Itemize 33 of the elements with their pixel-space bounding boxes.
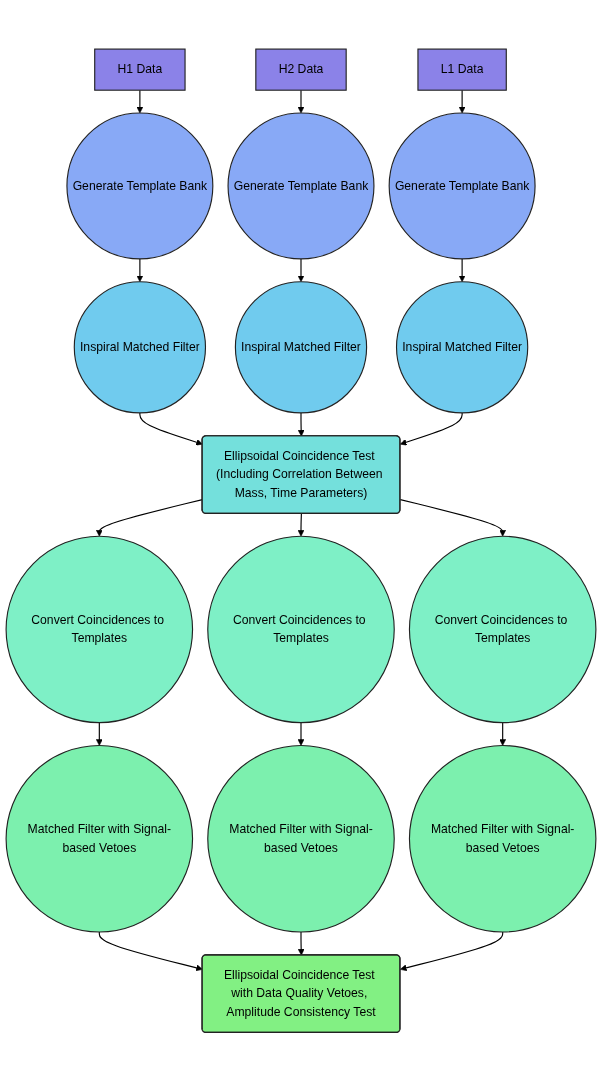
arrow [297, 513, 305, 537]
arrow [95, 722, 103, 747]
node-circle: Convert Coincidences to Templates [5, 535, 194, 724]
arrow [399, 499, 507, 537]
arrow [136, 89, 144, 114]
arrow [297, 931, 305, 956]
node-circle: Inspiral Matched Filter [73, 281, 207, 414]
node-circle: Inspiral Matched Filter [395, 281, 529, 414]
arrow [400, 931, 504, 972]
node-circle: Matched Filter with Signal-based Vetoes [5, 745, 194, 933]
arrow [458, 89, 466, 114]
arrow [297, 722, 305, 747]
arrow [139, 412, 203, 446]
arrow [98, 931, 203, 972]
arrow [458, 258, 466, 283]
node-circle: Generate Template Bank [66, 112, 214, 260]
node-box: H2 Data [255, 48, 347, 91]
arrow [136, 258, 144, 283]
arrow [499, 722, 507, 747]
node-circle: Generate Template Bank [227, 112, 375, 260]
arrow [297, 412, 305, 437]
arrow [297, 258, 305, 283]
arrow [95, 499, 203, 537]
node-circle: Generate Template Bank [388, 112, 536, 260]
arrow [297, 89, 305, 114]
node-circle: Convert Coincidences to Templates [207, 535, 395, 724]
node-box: L1 Data [417, 48, 507, 91]
node-circle: Matched Filter with Signal-based Vetoes [408, 745, 597, 933]
node-circle: Matched Filter with Signal-based Vetoes [207, 745, 395, 933]
node-circle: Convert Coincidences to Templates [408, 535, 597, 724]
node-circle: Inspiral Matched Filter [234, 281, 368, 414]
node-box: H1 Data [94, 48, 186, 91]
arrow [400, 412, 463, 446]
